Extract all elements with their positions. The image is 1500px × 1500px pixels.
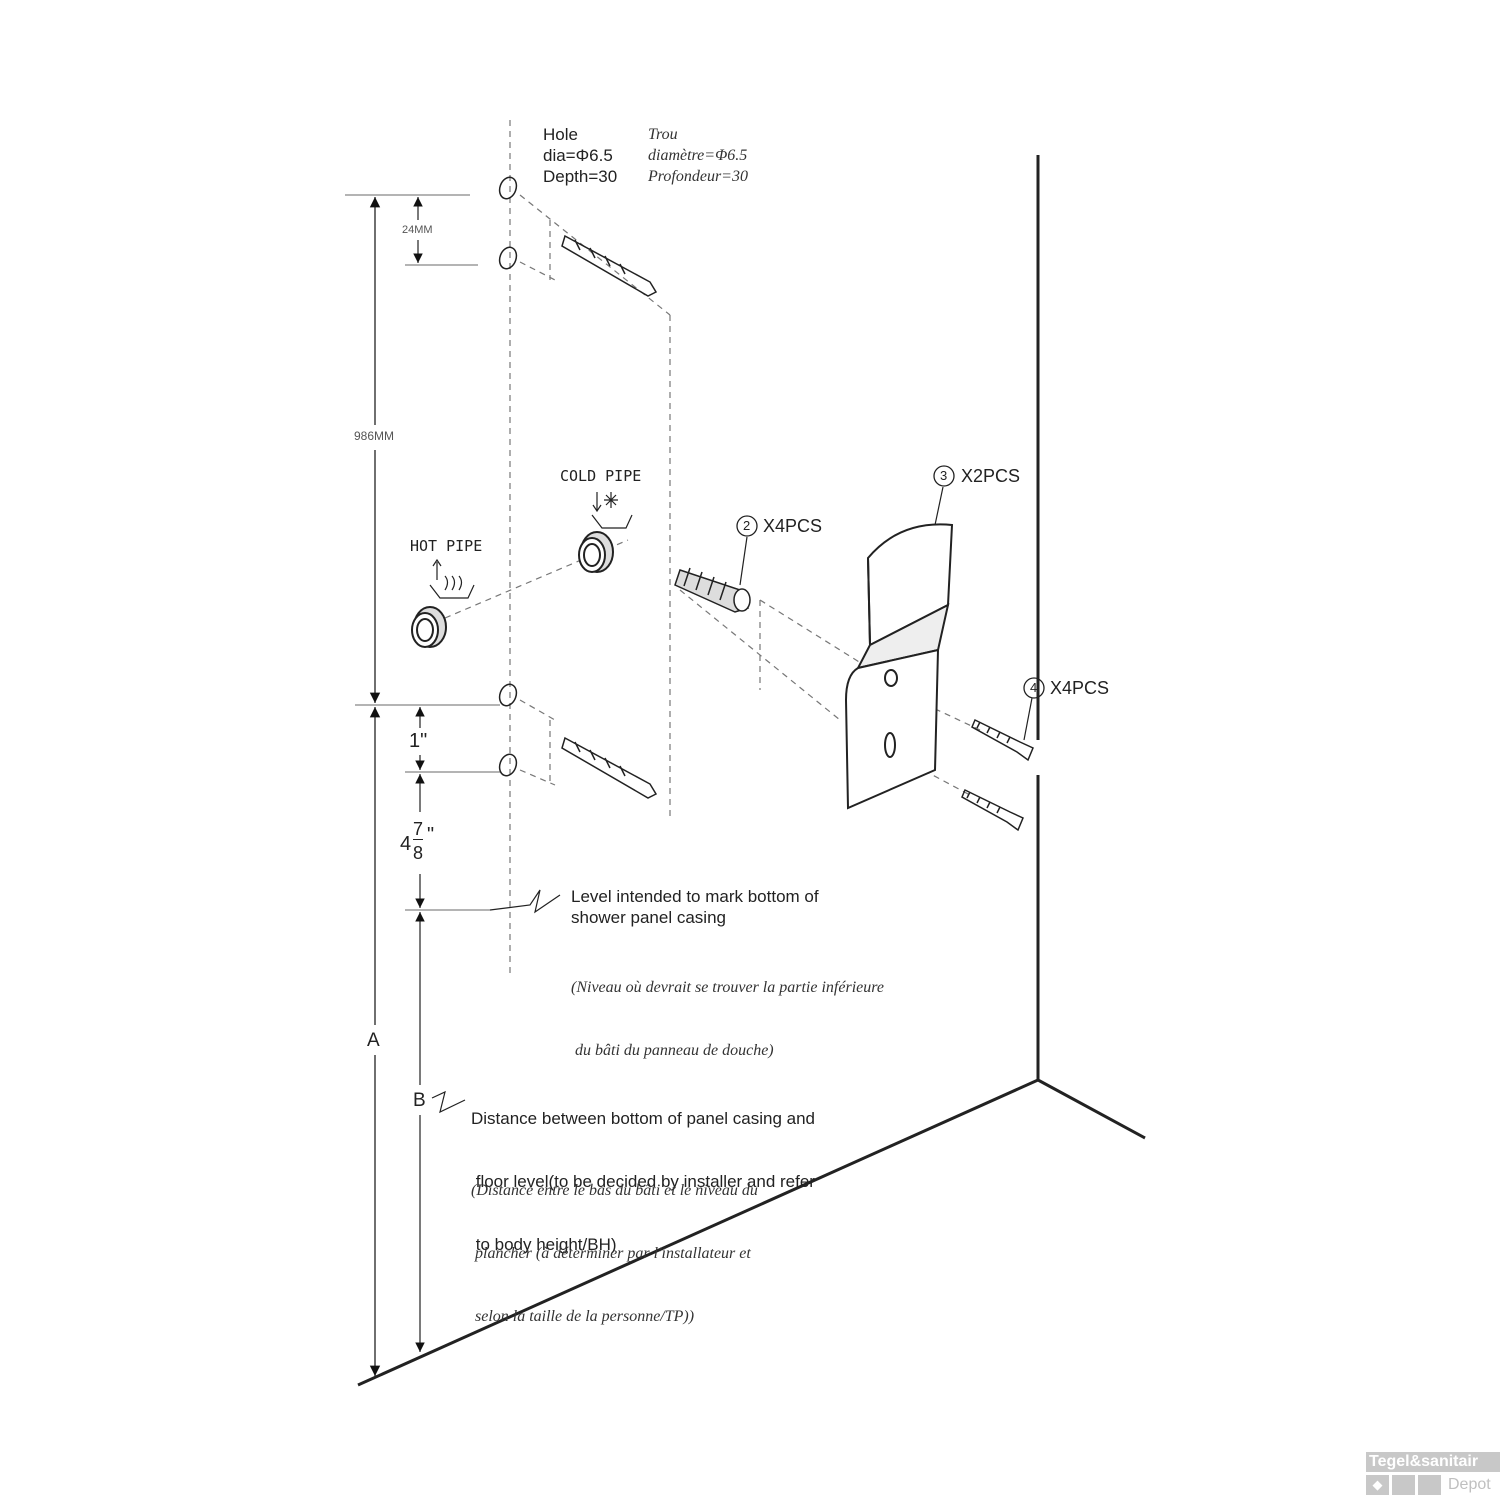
part-3-quantity: X2PCS [961, 466, 1021, 486]
level-note-fr-line: du bâti du panneau de douche) [571, 1042, 774, 1059]
distance-note-en: Distance between bottom of panel casing … [471, 1066, 815, 1276]
wall-corner-line [357, 155, 1146, 1387]
watermark-line2: Depot [1448, 1476, 1491, 1493]
cold-pipe-label: COLD PIPE [560, 467, 642, 485]
screw-icon [961, 718, 1034, 832]
dim-986mm-label: 986MM [354, 429, 395, 443]
distance-note-fr-line: plancher (à déterminer par l'installateu… [471, 1245, 751, 1262]
dim-unit: " [427, 824, 435, 846]
dim-24mm-label: 24MM [402, 224, 433, 236]
part-3-badge [933, 465, 955, 487]
part-2-quantity: X4PCS [763, 516, 823, 536]
dimension-a [345, 194, 500, 1376]
part4-leader [1023, 697, 1033, 741]
dim-denominator: 8 [413, 843, 424, 863]
part3-leader [934, 486, 944, 526]
level-note-line: Level intended to mark bottom of [571, 887, 819, 906]
watermark-logo: Tegel&sanitair ◆ Depot [1366, 1452, 1500, 1498]
distance-note-line: Distance between bottom of panel casing … [471, 1109, 816, 1128]
hole-label-fr: Trou [648, 126, 678, 143]
dimension-4-7-8-inch [405, 774, 490, 911]
hole-spec-fr: Trou diamètre=Φ6.5 Profondeur=30 [648, 124, 748, 187]
dimension-1-inch [405, 707, 500, 773]
hole-spec-en: Hole dia=Φ6.5 Depth=30 [543, 124, 617, 187]
wall-plug-icon [674, 567, 751, 613]
hot-pipe-label: HOT PIPE [410, 537, 483, 555]
level-leader [489, 889, 561, 914]
distance-note-line: to body height/BH) [471, 1235, 617, 1254]
dim-b-label: B [413, 1090, 426, 1111]
dim-whole: 4 [400, 833, 412, 855]
hot-pipe-fitting [411, 606, 447, 648]
part-4-badge [1023, 677, 1045, 699]
hole-diameter: dia=Φ6.5 [543, 146, 613, 165]
hole-depth-fr: Profondeur=30 [648, 168, 748, 185]
dim-1-inch-label: 1" [409, 730, 428, 752]
hole-depth: Depth=30 [543, 167, 618, 186]
watermark-line1: Tegel&sanitair [1366, 1452, 1500, 1472]
tile-icon [1418, 1475, 1441, 1495]
part2-leader [739, 536, 748, 586]
part-3-number: 3 [940, 468, 948, 483]
cold-pipe-fitting [578, 531, 614, 573]
tile-icon [1392, 1475, 1415, 1495]
distance-note-fr-line: selon la taille de la personne/TP)) [471, 1308, 695, 1325]
drill-bit-icon [561, 234, 658, 799]
part-2-number: 2 [743, 518, 751, 533]
b-leader [431, 1090, 466, 1114]
distance-note-fr-line: (Distance entre le bas du bâti et le niv… [471, 1182, 758, 1199]
hole-label: Hole [543, 125, 578, 144]
part-2-badge [736, 515, 758, 537]
dim-4-7-8-label: 4 7 8 " [400, 815, 440, 871]
dim-a-label: A [367, 1030, 380, 1051]
part-4-number: 4 [1030, 680, 1038, 695]
level-note-line: shower panel casing [571, 908, 726, 927]
level-note-fr: (Niveau où devrait se trouver la partie … [571, 935, 884, 1082]
hole-diameter-fr: diamètre=Φ6.5 [648, 147, 748, 164]
part-4-quantity: X4PCS [1050, 678, 1110, 698]
level-note-fr-line: (Niveau où devrait se trouver la partie … [571, 979, 884, 996]
dimension-24mm [405, 197, 478, 266]
mounting-bracket [844, 523, 954, 810]
hot-water-icon [429, 558, 475, 599]
distance-note-fr: (Distance entre le bas du bâti et le niv… [471, 1138, 758, 1348]
cold-water-icon [591, 492, 633, 529]
dim-numerator: 7 [413, 819, 424, 840]
drill-holes [498, 176, 518, 777]
water-drop-icon: ◆ [1366, 1475, 1389, 1495]
level-note-en: Level intended to mark bottom of shower … [571, 886, 819, 928]
distance-note-line: floor level(to be decided by installer a… [471, 1172, 815, 1191]
